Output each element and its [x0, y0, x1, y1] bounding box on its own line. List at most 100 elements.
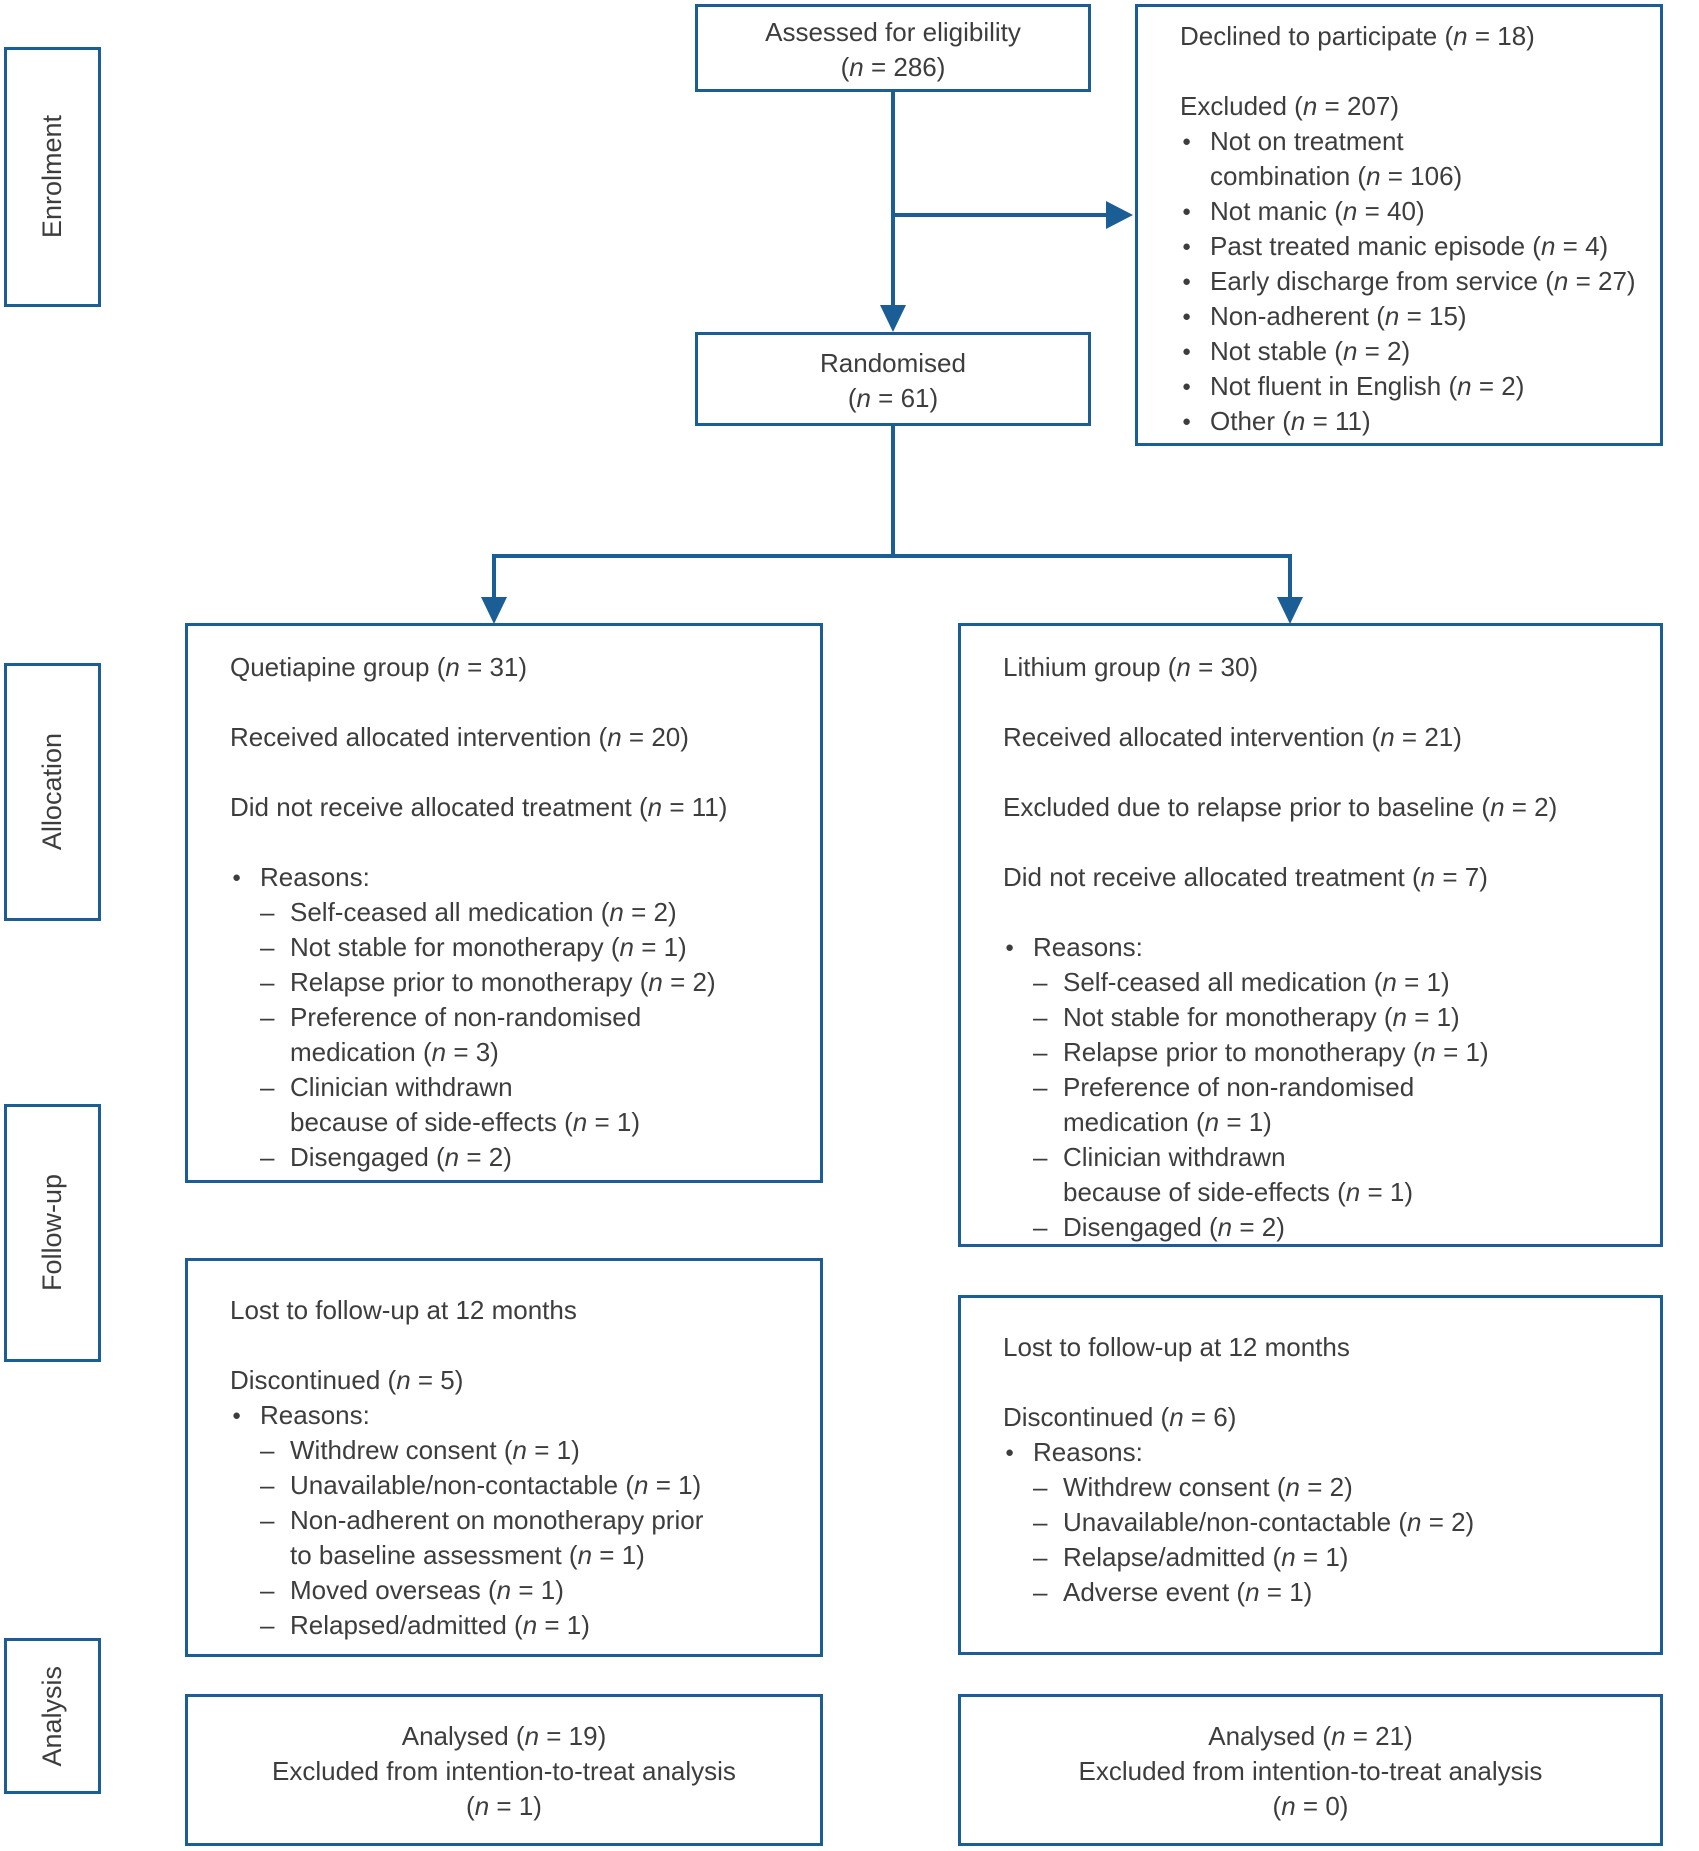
line-text: Clinician withdrawn: [290, 1072, 513, 1102]
dash-icon: –: [1033, 1472, 1048, 1502]
text-line: –Preference of non-randomised: [1003, 1070, 1652, 1105]
line-text: Reasons:: [260, 1400, 370, 1430]
dash-icon: –: [260, 1575, 275, 1605]
text-line: medication (n = 1): [1063, 1107, 1272, 1137]
text-line: Discontinued (n = 6): [1003, 1402, 1237, 1432]
box-quetiapine-allocation: Quetiapine group (n = 31)Received alloca…: [185, 623, 823, 1183]
connector-randomised-stem: [891, 426, 895, 558]
line-text: Adverse event (n = 1): [1063, 1577, 1313, 1607]
text-line: Randomised: [820, 348, 966, 378]
line-text: Unavailable/non-contactable (n = 1): [290, 1470, 702, 1500]
dash-icon: –: [260, 1002, 275, 1032]
connector-left-branch: [492, 556, 496, 598]
text-line: because of side-effects (n = 1): [290, 1107, 641, 1137]
line-text: Other (n = 11): [1210, 406, 1371, 436]
spacer-line: [1003, 895, 1652, 930]
text-line: –Adverse event (n = 1): [1003, 1575, 1652, 1610]
stage-label-text: Follow-up: [37, 1174, 67, 1292]
bullet-icon: ●: [1182, 133, 1192, 150]
dash-icon: –: [260, 897, 275, 927]
dash-icon: –: [260, 1505, 275, 1535]
text-line: Received allocated intervention (n = 20): [230, 722, 689, 752]
line-text: Preference of non-randomised: [290, 1002, 642, 1032]
box-lithium-analysis: Analysed (n = 21) Excluded from intention…: [958, 1694, 1663, 1846]
text-line: (n = 61): [847, 383, 939, 413]
bullet-icon: ●: [1182, 413, 1192, 430]
bullet-icon: ●: [1182, 238, 1192, 255]
stage-label-text: Enrolment: [37, 115, 67, 239]
text-line: to baseline assessment (n = 1): [290, 1540, 645, 1570]
connector-right-branch: [1288, 556, 1292, 598]
spacer-line: [230, 685, 812, 720]
line-text: Reasons:: [1033, 932, 1143, 962]
line-text: Not stable (n = 2): [1210, 336, 1411, 366]
line-text: Self-ceased all medication (n = 2): [290, 897, 677, 927]
spacer-line: [1180, 54, 1652, 89]
text-line: Declined to participate (n = 18): [1180, 21, 1535, 51]
text-line: ● Reasons:: [1003, 930, 1652, 965]
dash-icon: –: [1033, 1072, 1048, 1102]
dash-icon: –: [260, 1142, 275, 1172]
stage-label-text: Analysis: [37, 1665, 67, 1767]
line-text: Not manic (n = 40): [1210, 196, 1425, 226]
dash-icon: –: [1033, 1002, 1048, 1032]
line-text: Clinician withdrawn: [1063, 1142, 1286, 1172]
dash-icon: –: [1033, 1142, 1048, 1172]
bullet-icon: ●: [1182, 343, 1192, 360]
line-text: Relapsed/admitted (n = 1): [290, 1610, 590, 1640]
box-randomised: Randomised (n = 61): [695, 332, 1091, 426]
text-line: combination (n = 106): [1210, 161, 1463, 191]
text-line: –Relapse prior to monotherapy (n = 1): [1003, 1035, 1652, 1070]
dash-icon: –: [260, 1610, 275, 1640]
text-line: –Unavailable/non-contactable (n = 2): [1003, 1505, 1652, 1540]
text-line: Analysed (n = 21): [1208, 1721, 1413, 1751]
text-line: Discontinued (n = 5): [230, 1365, 464, 1395]
dash-icon: –: [1033, 1507, 1048, 1537]
text-line: (n = 0): [1272, 1791, 1349, 1821]
line-text: Not fluent in English (n = 2): [1210, 371, 1525, 401]
line-text: Self-ceased all medication (n = 1): [1063, 967, 1450, 997]
text-line: –Preference of non-randomised: [230, 1000, 812, 1035]
text-line: Lithium group (n = 30): [1003, 652, 1259, 682]
text-line: Excluded (n = 207): [1180, 91, 1399, 121]
text-line: –Withdrew consent (n = 1): [230, 1433, 812, 1468]
dash-icon: –: [1033, 1037, 1048, 1067]
text-line: –Unavailable/non-contactable (n = 1): [230, 1468, 812, 1503]
bullet-icon: ●: [1182, 308, 1192, 325]
spacer-line: [230, 755, 812, 790]
bullet-icon: ●: [1182, 378, 1192, 395]
dash-icon: –: [260, 1072, 275, 1102]
dash-icon: –: [1033, 1542, 1048, 1572]
stage-label-followup: Follow-up: [4, 1104, 101, 1362]
text-line: –Not stable for monotherapy (n = 1): [1003, 1000, 1652, 1035]
box-assessed-eligibility: Assessed for eligibility(n = 286): [695, 4, 1091, 92]
text-line: ●Past treated manic episode (n = 4): [1180, 229, 1652, 264]
connector-assessed-to-randomised: [891, 92, 895, 306]
dash-icon: –: [1033, 1577, 1048, 1607]
text-line: Excluded due to relapse prior to baselin…: [1003, 792, 1558, 822]
line-text: Relapse/admitted (n = 1): [1063, 1542, 1349, 1572]
text-line: –Clinician withdrawn: [1003, 1140, 1652, 1175]
text-line: ●Not on treatment: [1180, 124, 1652, 159]
text-line: –Withdrew consent (n = 2): [1003, 1470, 1652, 1505]
arrowhead-down-quetiapine-icon: [481, 597, 507, 624]
text-line: Analysed (n = 19): [401, 1721, 607, 1751]
text-line: ●Not manic (n = 40): [1180, 194, 1652, 229]
text-line: ● Not stable (n = 2): [1180, 334, 1652, 369]
line-text: Withdrew consent (n = 2): [1063, 1472, 1353, 1502]
line-text: Disengaged (n = 2): [1063, 1212, 1285, 1242]
bullet-icon: ●: [1005, 939, 1015, 956]
text-line: Excluded from intention-to-treat analysi…: [1078, 1756, 1543, 1786]
text-line: Excluded from intention-to-treat analysi…: [272, 1756, 736, 1786]
connector-to-excluded: [893, 213, 1107, 217]
text-line: ●Reasons:: [1003, 1435, 1652, 1470]
text-line: Did not receive allocated treatment (n =…: [230, 792, 728, 822]
text-line: –Disengaged (n = 2): [230, 1140, 812, 1175]
text-line: Received allocated intervention (n = 21): [1003, 722, 1462, 752]
spacer-line: [1003, 1365, 1652, 1400]
text-line: (n = 1): [466, 1791, 542, 1821]
text-line: ●Reasons:: [230, 860, 812, 895]
